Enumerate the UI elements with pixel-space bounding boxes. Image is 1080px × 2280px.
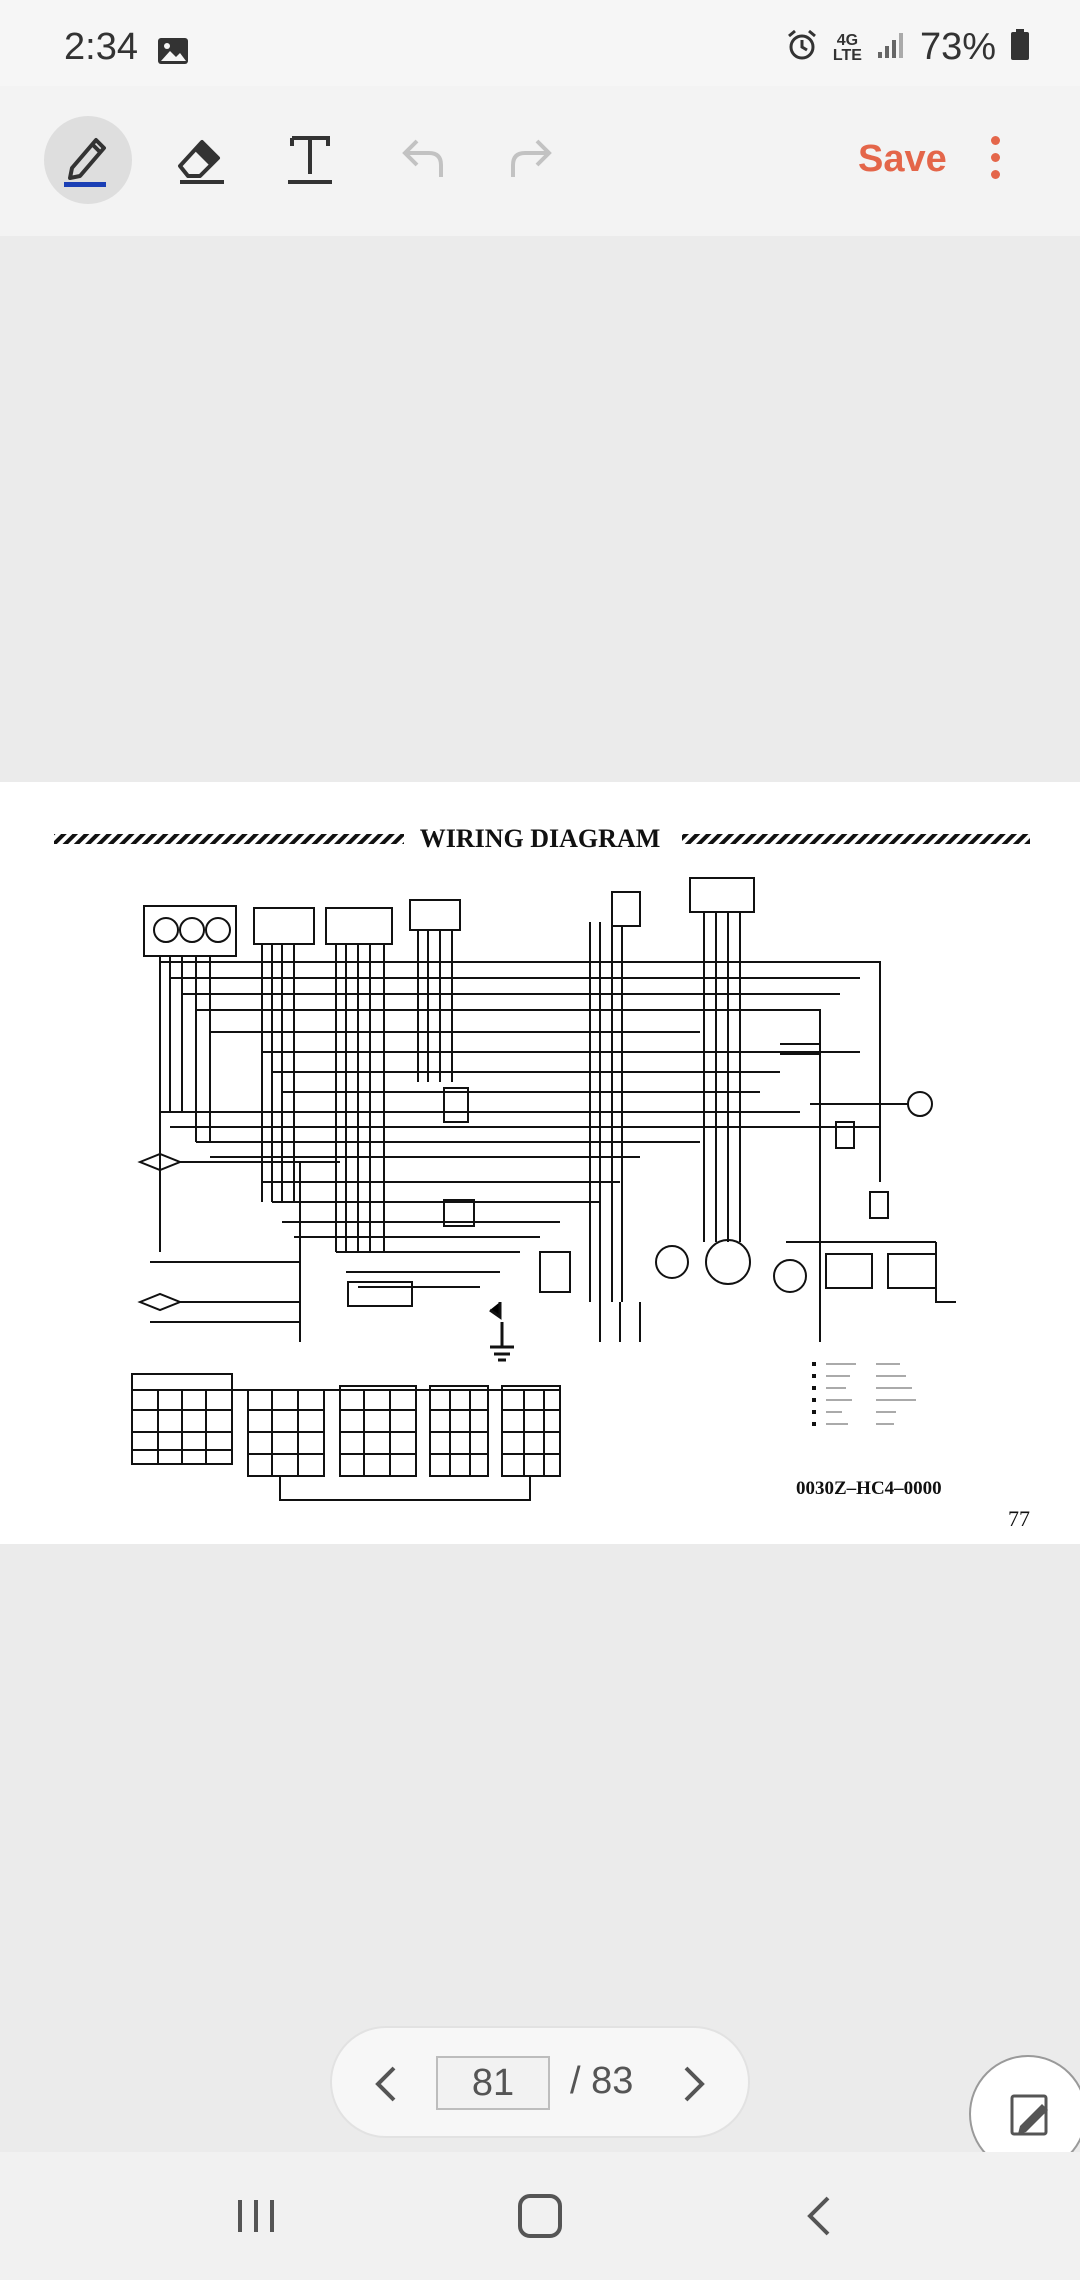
home-icon xyxy=(518,2194,562,2238)
eraser-tool-button[interactable] xyxy=(156,116,244,204)
text-tool-button[interactable] xyxy=(266,116,354,204)
page-navigator: 81 / 83 xyxy=(330,2026,750,2138)
chevron-left-icon xyxy=(375,2066,396,2102)
system-navigation-bar xyxy=(0,2152,1080,2280)
more-options-button[interactable] xyxy=(980,136,1010,186)
part-code: 0030Z–HC4–0000 xyxy=(796,1478,942,1499)
previous-page-button[interactable] xyxy=(366,2058,406,2110)
redo-button[interactable] xyxy=(488,116,576,204)
text-icon xyxy=(282,130,338,191)
sign-icon xyxy=(1010,2094,1048,2136)
back-button[interactable] xyxy=(800,2192,840,2245)
diagram-title: WIRING DIAGRAM xyxy=(419,824,661,853)
printed-page-number: 77 xyxy=(1008,1506,1030,1531)
recent-apps-button[interactable] xyxy=(232,2192,280,2245)
editor-toolbar: Save xyxy=(0,86,1080,236)
battery-icon xyxy=(1010,29,1030,66)
sign-document-button[interactable] xyxy=(968,2054,1080,2174)
more-vert-icon xyxy=(990,136,1000,145)
status-bar: 2:34 4G LTE 73% xyxy=(0,0,1080,86)
pen-tool-button[interactable] xyxy=(44,116,132,204)
undo-icon xyxy=(395,131,449,190)
back-icon xyxy=(807,2196,830,2236)
page-number-input[interactable]: 81 xyxy=(436,2056,550,2110)
battery-percent: 73% xyxy=(919,26,996,68)
undo-button[interactable] xyxy=(378,116,466,204)
page-total: / 83 xyxy=(570,2060,634,2102)
recents-icon xyxy=(238,2200,274,2232)
network-type-label: 4G LTE xyxy=(832,31,862,64)
eraser-icon xyxy=(172,130,228,191)
redo-icon xyxy=(505,131,559,190)
pen-icon xyxy=(58,128,118,193)
signal-icon xyxy=(876,30,906,65)
status-time: 2:34 xyxy=(64,26,138,68)
wiring-diagram xyxy=(54,834,1030,1501)
alarm-icon xyxy=(785,28,819,67)
home-button[interactable] xyxy=(514,2190,566,2247)
gallery-notification-icon xyxy=(156,36,190,71)
save-button[interactable]: Save xyxy=(858,138,947,180)
next-page-button[interactable] xyxy=(674,2058,714,2110)
chevron-right-icon xyxy=(684,2066,705,2102)
document-page[interactable]: WIRING DIAGRAM xyxy=(0,782,1080,1544)
